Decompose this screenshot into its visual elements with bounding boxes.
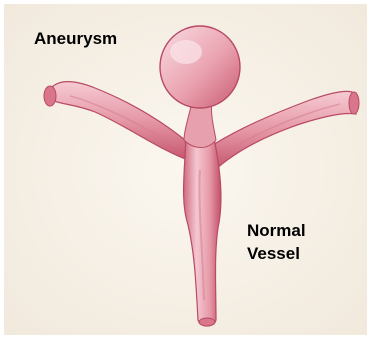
trunk-opening [199, 318, 215, 326]
normal-vessel-label: Normal Vessel [247, 219, 306, 265]
right-branch-opening [349, 92, 359, 114]
normal-vessel-label-line2: Vessel [247, 242, 306, 265]
normal-vessel-label-line1: Normal [247, 219, 306, 242]
aneurysm-sac [160, 26, 240, 108]
left-branch-opening [44, 86, 56, 106]
aneurysm-sac-highlight [170, 40, 202, 64]
aneurysm-label: Aneurysm [34, 27, 117, 50]
